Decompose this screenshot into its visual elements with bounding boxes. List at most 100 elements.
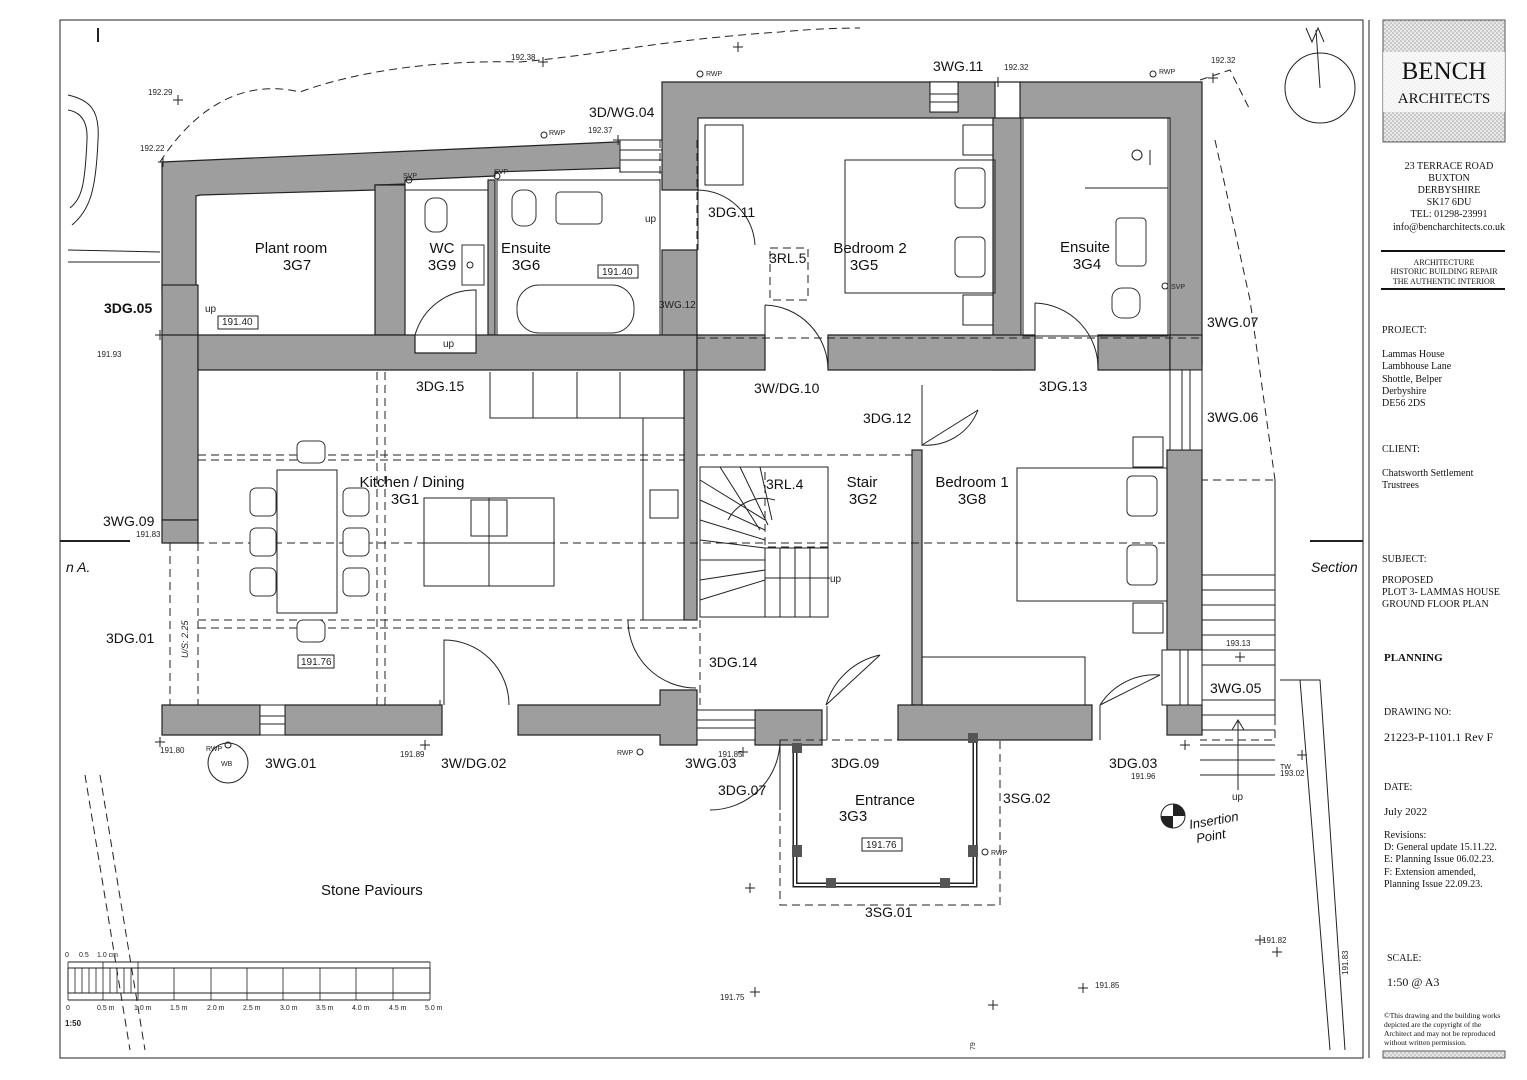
- room-code: 3G8: [958, 491, 986, 508]
- opening-label: 3DG.15: [416, 378, 464, 394]
- svg-text:ARCHITECTURE: ARCHITECTURE: [1414, 258, 1475, 267]
- logo-line2: ARCHITECTS: [1398, 91, 1491, 107]
- opening-label: 3RL.5: [769, 250, 807, 266]
- room-code: 3G9: [428, 257, 456, 274]
- svg-text:up: up: [1232, 792, 1244, 803]
- svg-text:0: 0: [65, 952, 69, 959]
- opening-label: 3WG.01: [265, 755, 317, 771]
- pipe-markers: [224, 70, 1169, 856]
- svg-text:1.0 m: 1.0 m: [134, 1005, 152, 1012]
- svg-text:0.5 m: 0.5 m: [97, 1005, 115, 1012]
- overhead-lines: [169, 140, 1200, 705]
- room-code: 3G6: [512, 257, 540, 274]
- svg-text:depicted are the copyright of: depicted are the copyright of the: [1384, 1020, 1482, 1029]
- svg-text:SVP: SVP: [494, 169, 508, 176]
- room-name: Bedroom 2: [833, 240, 906, 257]
- level-label: 191.75: [720, 993, 745, 1002]
- svg-text:3.5 m: 3.5 m: [316, 1005, 334, 1012]
- entrance-porch: [779, 733, 1001, 906]
- level-label: 191.93: [97, 350, 122, 359]
- opening-label: 3WG.09: [103, 513, 155, 529]
- svg-text:Architect and may not be repro: Architect and may not be reproduced: [1384, 1029, 1496, 1038]
- svg-text:RWP: RWP: [206, 746, 223, 753]
- room-code: 3G3: [839, 808, 867, 825]
- floor-level: 191.40: [602, 267, 633, 278]
- level-label: 191.82: [1262, 936, 1287, 945]
- svg-text:DRAWING NO:: DRAWING NO:: [1384, 707, 1451, 718]
- svg-text:1.0 cm: 1.0 cm: [97, 952, 118, 959]
- room-name: Plant room: [255, 240, 328, 257]
- level-label: 191.80: [160, 746, 185, 755]
- svg-text:Trustrees: Trustrees: [1382, 480, 1419, 491]
- opening-labels: 3DG.05 3DG.15 3W/DG.10 3DG.12 3DG.13 3WG…: [103, 58, 1262, 920]
- room-code: 3G5: [850, 257, 878, 274]
- floor-levels: 191.40 191.40 191.76 191.76: [222, 267, 897, 851]
- annotations: up up up up up RWP RWP RWP RWP RWP RWP S…: [60, 28, 1363, 1050]
- opening-label: 3DG.11: [708, 204, 755, 220]
- room-name: WC: [430, 240, 455, 257]
- svg-text:Point: Point: [1195, 826, 1228, 846]
- level-labels: 192.38 192.29 192.22 192.37 192.32 192.3…: [97, 53, 1350, 1002]
- svg-text:PLOT 3- LAMMAS HOUSE: PLOT 3- LAMMAS HOUSE: [1382, 587, 1500, 598]
- svg-text:4.5 m: 4.5 m: [389, 1005, 407, 1012]
- svg-text:Lammas House: Lammas House: [1382, 349, 1445, 360]
- svg-text:RWP: RWP: [991, 850, 1008, 857]
- title-block: BENCH ARCHITECTS 23 TERRACE ROAD BUXTON …: [1368, 19, 1506, 1059]
- level-label: 191.85: [1095, 981, 1120, 990]
- level-label: 192.37: [588, 126, 613, 135]
- svg-text:D: General update 15.11.22.: D: General update 15.11.22.: [1384, 842, 1497, 853]
- svg-text:info@bencharchitects.co.uk: info@bencharchitects.co.uk: [1393, 222, 1505, 233]
- level-label: 192.22: [140, 144, 165, 153]
- svg-text:CLIENT:: CLIENT:: [1382, 444, 1420, 455]
- svg-text:DERBYSHIRE: DERBYSHIRE: [1418, 185, 1481, 196]
- svg-text:Planning Issue 22.09.23.: Planning Issue 22.09.23.: [1384, 879, 1483, 890]
- svg-text:1:50 @ A3: 1:50 @ A3: [1387, 975, 1439, 989]
- kitchen-fittings: [217, 264, 903, 852]
- drawing-number: 21223-P-1101.1 Rev F: [1384, 730, 1494, 744]
- opening-label: 3WG.11: [933, 58, 984, 74]
- level-label: 191.96: [1131, 772, 1156, 781]
- drawing-frame: [59, 19, 1364, 1059]
- floor-level: 191.76: [301, 657, 332, 668]
- opening-label: 3WG.03: [685, 755, 737, 771]
- svg-text:WB: WB: [221, 761, 233, 768]
- room-labels: Plant room 3G7 WC 3G9 Ensuite 3G6 Bedroo…: [255, 239, 1110, 825]
- svg-text:without written permission.: without written permission.: [1384, 1038, 1467, 1047]
- svg-text:GROUND FLOOR PLAN: GROUND FLOOR PLAN: [1382, 599, 1489, 610]
- door-swings: [414, 189, 1161, 811]
- site-context: [67, 26, 1356, 1051]
- svg-text:4.0 m: 4.0 m: [352, 1005, 370, 1012]
- bathroom-fixtures: [404, 117, 1169, 337]
- svg-text:Section: Section: [1311, 559, 1358, 575]
- svg-text:Chatsworth Settlement: Chatsworth Settlement: [1382, 468, 1474, 479]
- svg-text:July 2022: July 2022: [1384, 806, 1427, 818]
- opening-label: 3DG.14: [709, 654, 757, 670]
- room-code: 3G2: [849, 491, 877, 508]
- opening-label: 3D/WG.04: [589, 104, 655, 120]
- svg-text:0: 0: [66, 1005, 70, 1012]
- svg-text:Derbyshire: Derbyshire: [1382, 386, 1427, 397]
- svg-text:Lambhouse Lane: Lambhouse Lane: [1382, 361, 1452, 372]
- svg-text:3.0 m: 3.0 m: [280, 1005, 298, 1012]
- svg-text:1:50: 1:50: [65, 1019, 82, 1028]
- svg-text:SVP: SVP: [1171, 284, 1185, 291]
- level-label: 191.85: [718, 750, 743, 759]
- opening-label: 3DG.13: [1039, 378, 1087, 394]
- room-code: 3G1: [391, 491, 419, 508]
- level-label: 192.29: [148, 88, 173, 97]
- svg-text:Shottle, Belper: Shottle, Belper: [1382, 374, 1443, 385]
- level-label: 192.32: [1211, 56, 1236, 65]
- svg-text:RWP: RWP: [549, 130, 566, 137]
- level-label: 191.89: [400, 750, 425, 759]
- svg-text:F: Extension amended,: F: Extension amended,: [1384, 867, 1476, 878]
- room-name: Entrance: [855, 792, 915, 809]
- insertion-point-symbol: [1160, 803, 1186, 829]
- svg-text:HISTORIC BUILDING REPAIR: HISTORIC BUILDING REPAIR: [1390, 267, 1498, 276]
- room-code: 3G4: [1073, 256, 1101, 273]
- room-code: 3G7: [283, 257, 311, 274]
- svg-text:Stone Paviours: Stone Paviours: [321, 882, 423, 899]
- opening-label: 3RL.4: [766, 476, 804, 492]
- svg-text:2.5 m: 2.5 m: [243, 1005, 261, 1012]
- opening-label: 3WG.12: [659, 300, 696, 311]
